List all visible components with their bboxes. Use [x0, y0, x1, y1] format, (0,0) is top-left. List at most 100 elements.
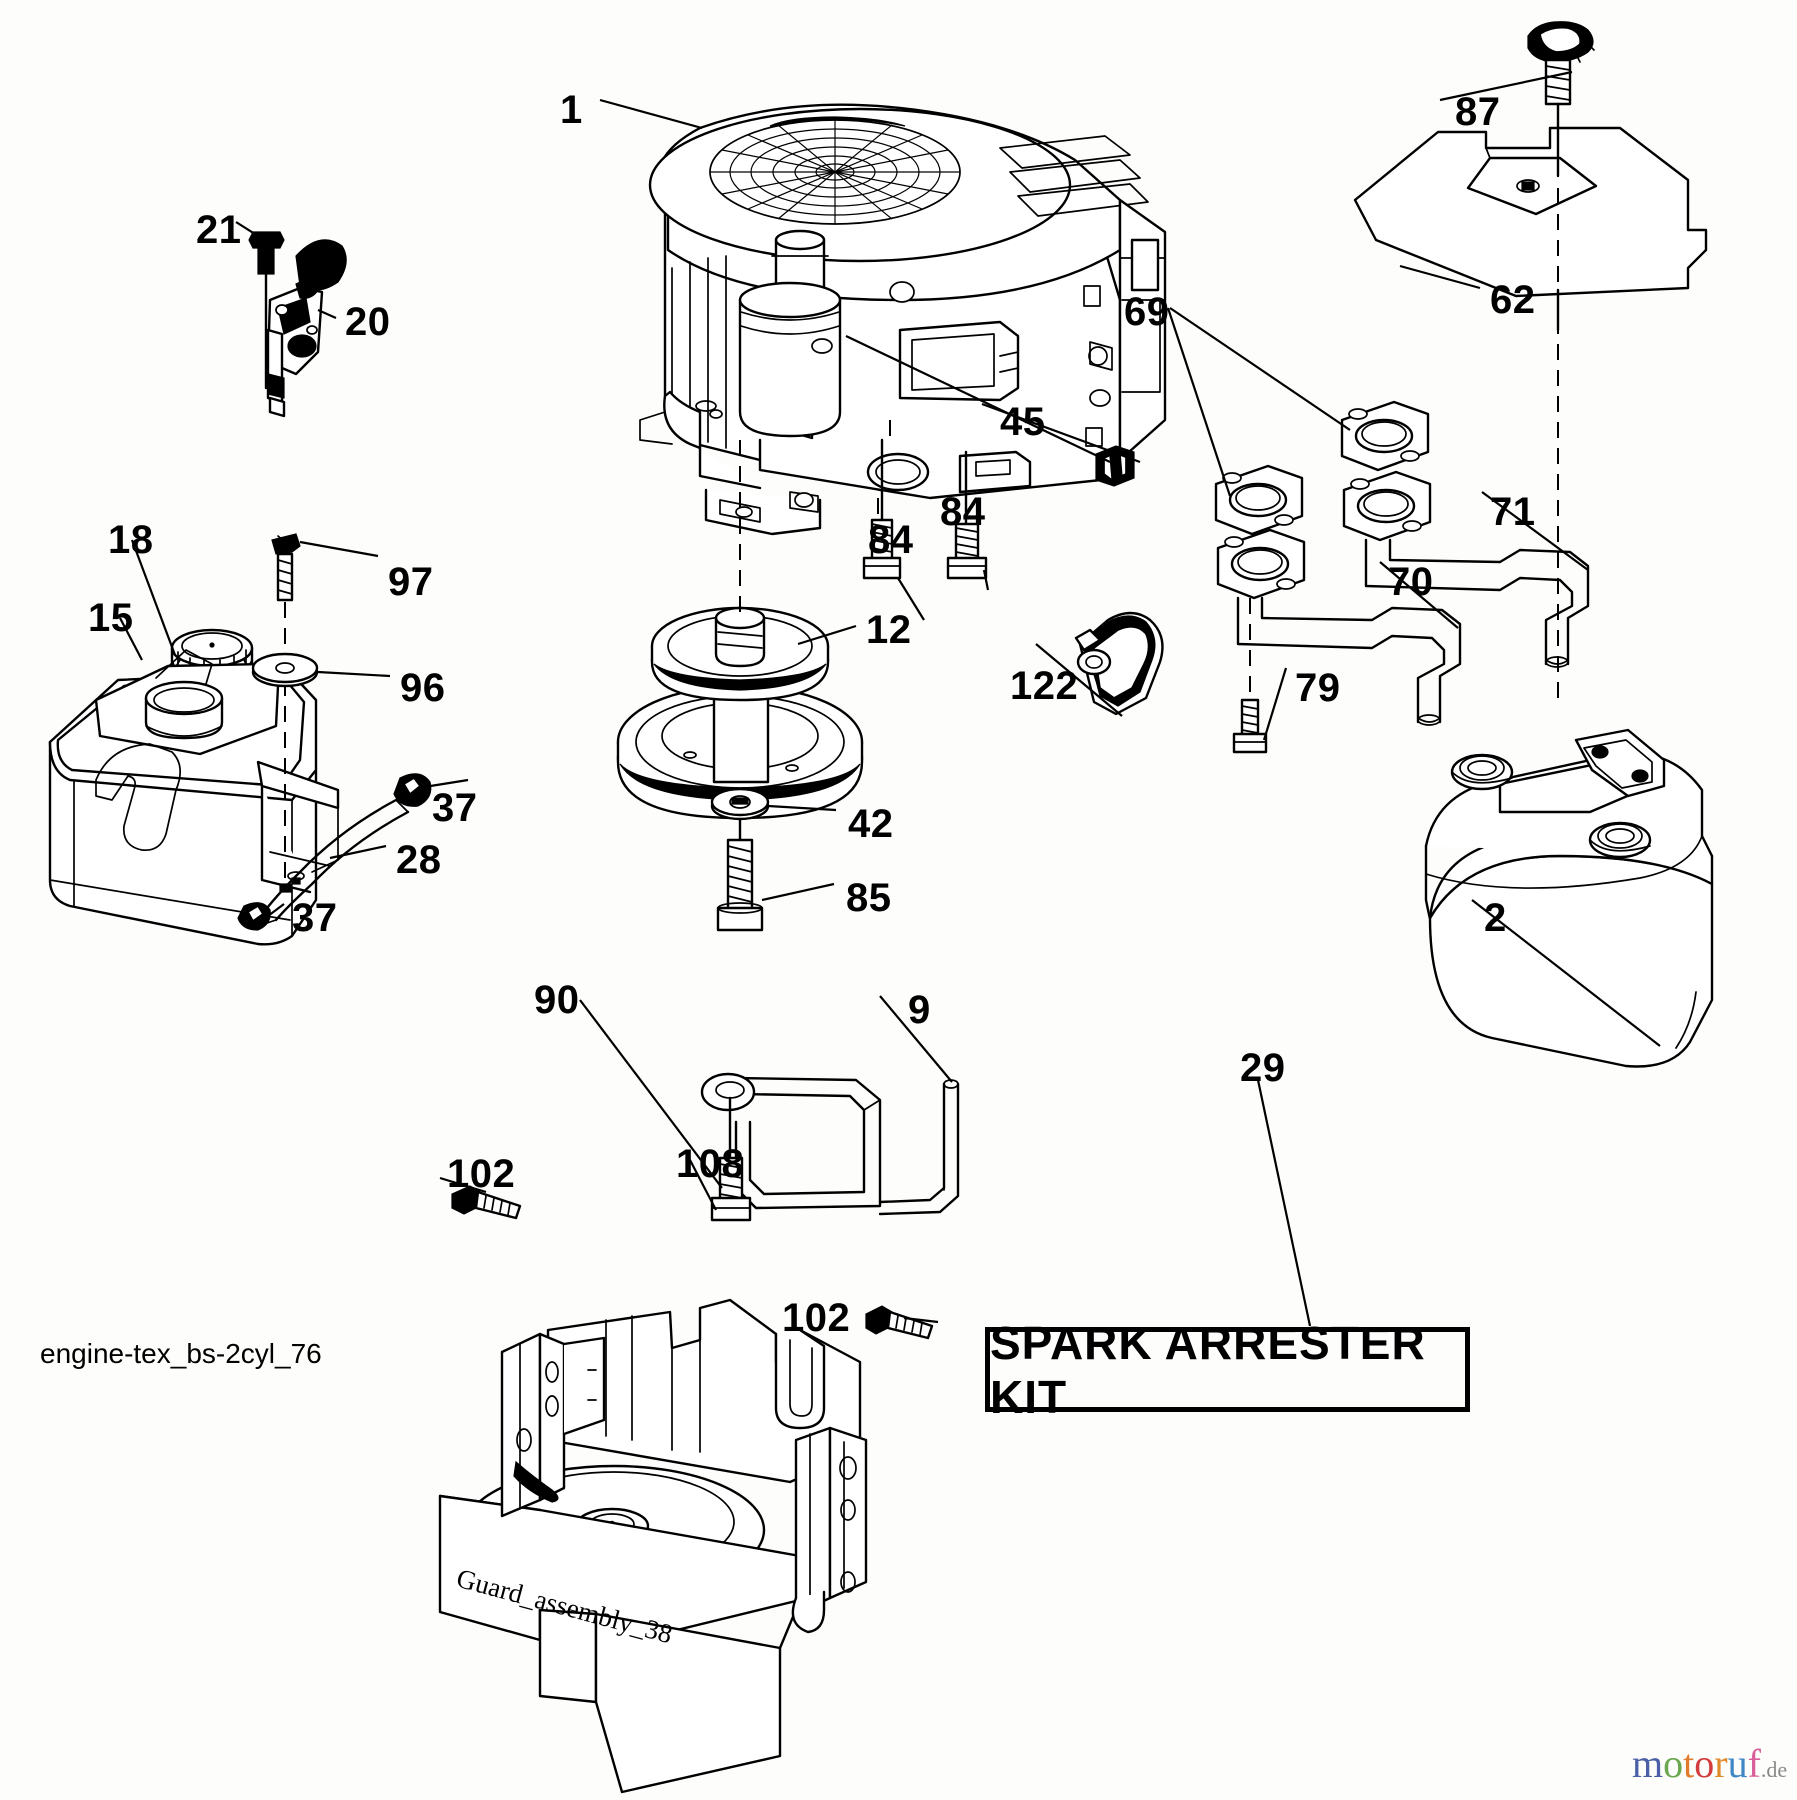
- callout-108: 108: [676, 1142, 745, 1186]
- spark-arrester-kit-label: SPARK ARRESTER KIT: [990, 1316, 1426, 1423]
- leader-2: [1471, 899, 1661, 1047]
- throttle-control-group: [248, 231, 347, 418]
- leader-62: [1399, 264, 1481, 290]
- wm-letter-t: t: [1683, 1741, 1695, 1786]
- leader-70: [1379, 561, 1459, 629]
- callout-18: 18: [108, 518, 154, 562]
- wm-letter-r: r: [1714, 1741, 1728, 1786]
- wm-letter-o2: o: [1694, 1741, 1715, 1786]
- leader-29: [1256, 1079, 1312, 1327]
- leader-85: [761, 882, 835, 902]
- callout-70: 70: [1388, 560, 1434, 604]
- callout-79: 79: [1295, 666, 1341, 710]
- spark-arrester-kit-box: SPARK ARRESTER KIT: [985, 1317, 1470, 1423]
- callout-2: 2: [1484, 896, 1507, 940]
- leader-108: [689, 1159, 717, 1211]
- pulley-assembly: [616, 606, 864, 820]
- leader-122: [1035, 643, 1123, 717]
- engine-assembly: [639, 103, 1167, 536]
- wm-letter-u: u: [1727, 1741, 1748, 1786]
- leader-12: [797, 624, 857, 646]
- leader-84-left: [897, 577, 925, 621]
- bolt-90: [710, 1096, 752, 1222]
- callout-20: 20: [345, 300, 391, 344]
- callout-84-left: 84: [868, 518, 914, 562]
- callout-28: 28: [396, 838, 442, 882]
- callout-102-left: 102: [447, 1152, 516, 1196]
- exhaust-pipe-70: [1236, 596, 1462, 726]
- callout-21: 21: [196, 208, 242, 252]
- wm-letter-f: f: [1747, 1741, 1761, 1786]
- leader-102-right: [903, 1316, 939, 1324]
- bolt-85: [716, 838, 764, 932]
- leader-45-body: [845, 335, 1111, 463]
- leader-84-right: [982, 569, 990, 591]
- callout-12: 12: [866, 608, 912, 652]
- screw-102-right: [865, 1305, 934, 1340]
- leader-97: [299, 540, 379, 558]
- leader-9: [879, 995, 953, 1083]
- bolt-84-right: [946, 450, 988, 580]
- screw-102-left: [451, 1185, 522, 1220]
- callout-84-right: 84: [940, 490, 986, 534]
- washer-42: [710, 787, 770, 821]
- leader-96: [317, 670, 391, 678]
- callout-29: 29: [1240, 1046, 1286, 1090]
- leader-71: [1481, 491, 1589, 571]
- screw-87: [1527, 21, 1595, 178]
- heat-shield-62: [1353, 126, 1708, 298]
- leader-1: [599, 98, 703, 130]
- leader-87: [1439, 70, 1573, 102]
- leader-79: [1262, 667, 1288, 741]
- muffler-2: [1424, 728, 1714, 1068]
- callout-85: 85: [846, 876, 892, 920]
- washer-96: [251, 652, 319, 688]
- callout-102-right: 102: [782, 1296, 851, 1340]
- screw-79: [1232, 698, 1268, 754]
- callout-45: 45: [1000, 400, 1046, 444]
- gasket-69-a: [1340, 400, 1430, 472]
- callout-96: 96: [400, 666, 446, 710]
- clamp-37-upper: [393, 773, 432, 807]
- leader-69-a: [1169, 307, 1351, 431]
- callout-69: 69: [1124, 290, 1170, 334]
- leader-42: [767, 804, 837, 812]
- leader-28: [329, 844, 387, 860]
- leader-102-left: [439, 1176, 487, 1194]
- leader-37b: [267, 903, 285, 917]
- callout-62: 62: [1490, 278, 1536, 322]
- callout-71: 71: [1490, 490, 1536, 534]
- callout-42: 42: [848, 802, 894, 846]
- diagram-caption: engine-tex_bs-2cyl_76: [40, 1338, 322, 1369]
- bracket-122: [1074, 611, 1164, 716]
- callout-1: 1: [560, 88, 583, 132]
- guard-assembly-108: Guard_assembly_38: [438, 1298, 868, 1794]
- clamp-37-lower: [237, 902, 271, 931]
- leader-69-b: [1166, 307, 1232, 497]
- callout-122: 122: [1010, 664, 1079, 708]
- wm-suffix: .de: [1760, 1757, 1788, 1782]
- callout-97: 97: [388, 560, 434, 604]
- leader-37a: [417, 778, 469, 790]
- callout-15: 15: [88, 596, 134, 640]
- gasket-69-c: [1342, 470, 1432, 542]
- callout-90: 90: [534, 978, 580, 1022]
- callout-37-upper: 37: [432, 786, 478, 830]
- screw-97: [271, 533, 301, 602]
- motoruf-watermark: motoruf.de: [1632, 1740, 1787, 1787]
- leader-15: [119, 617, 143, 661]
- callout-37-lower: 37: [292, 896, 338, 940]
- wm-letter-o1: o: [1663, 1741, 1684, 1786]
- gasket-69-d: [1216, 528, 1306, 600]
- leader-20: [317, 308, 337, 320]
- callout-87: 87: [1455, 90, 1501, 134]
- leader-18: [130, 539, 177, 656]
- wm-letter-m: m: [1632, 1741, 1664, 1786]
- callout-9: 9: [908, 988, 931, 1032]
- leader-90: [579, 999, 723, 1189]
- leader-21: [235, 221, 259, 237]
- gasket-69-b: [1214, 464, 1304, 536]
- fuel-tank: [48, 649, 340, 946]
